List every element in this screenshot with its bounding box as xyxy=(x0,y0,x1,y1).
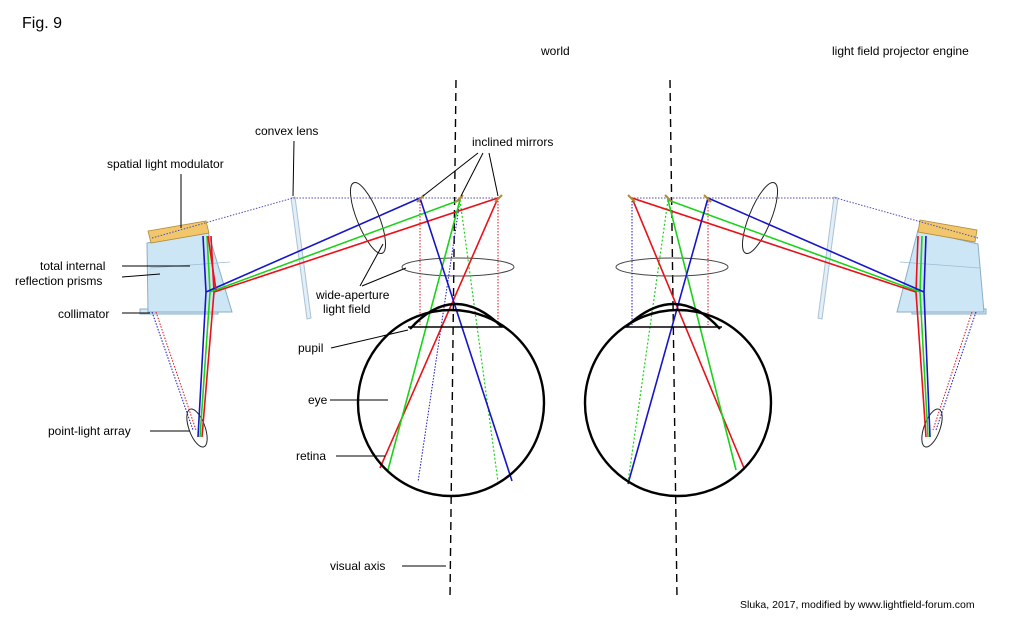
eye-ball-left xyxy=(356,308,546,498)
visual-axis-left xyxy=(449,79,457,599)
leader-wide-aperture-b xyxy=(361,267,407,287)
tir-prisms-right xyxy=(896,229,985,313)
inclined-mirror-r2 xyxy=(664,194,673,203)
label-inclined-mirrors: inclined mirrors xyxy=(472,135,553,149)
leader-convex-lens xyxy=(292,140,295,197)
leader-mirror-2 xyxy=(460,152,484,197)
label-tir-2: reflection prisms xyxy=(15,274,102,288)
figure-label: Fig. 9 xyxy=(22,15,62,32)
label-wide-aperture-2: light field xyxy=(323,302,370,316)
red-ray-left-b xyxy=(207,235,217,291)
point-light-array-ellipse-left xyxy=(186,408,208,448)
visual-axis-right xyxy=(669,79,678,599)
cornea-left xyxy=(409,302,503,330)
label-retina: retina xyxy=(296,449,326,463)
label-point-light-array: point-light array xyxy=(48,424,131,438)
prism-divider-right xyxy=(899,261,981,269)
red-ray-right xyxy=(630,196,927,469)
leader-tir-2 xyxy=(121,273,161,278)
dotted-collimator-rays-2 xyxy=(155,311,197,431)
inclined-mirror-r3 xyxy=(703,194,712,203)
inclined-mirror-1 xyxy=(416,194,425,203)
label-spatial-light-modulator: spatial light modulator xyxy=(107,157,224,171)
dotted-ray-top-left xyxy=(151,197,500,239)
label-tir-1: total internal xyxy=(40,259,105,273)
left-assembly xyxy=(139,182,546,498)
dotted-blue-left xyxy=(417,199,461,483)
tir-prisms xyxy=(146,231,233,313)
leader-mirror-3 xyxy=(488,152,499,197)
credit-text: Sluka, 2017, modified by www.lightfield-… xyxy=(740,599,975,611)
dotted-collimator-rays xyxy=(151,311,194,431)
leader-pupil xyxy=(330,329,409,349)
green-ray-left xyxy=(199,198,462,471)
header-projector: light field projector engine xyxy=(832,44,969,58)
label-visual-axis: visual axis xyxy=(330,559,385,573)
wide-aperture-ellipse-right xyxy=(615,257,729,277)
spatial-light-modulator-right xyxy=(917,219,978,243)
right-assembly xyxy=(583,182,987,498)
blue-ray-right xyxy=(627,196,931,485)
wide-aperture-ellipse-left xyxy=(401,257,515,277)
lens-ellipse-left xyxy=(349,182,387,254)
inclined-mirror-r1 xyxy=(627,194,636,203)
dotted-ray-top-right xyxy=(630,197,979,239)
eye-ball-right xyxy=(583,308,773,498)
blue-ray-left xyxy=(197,196,513,482)
label-collimator: collimator xyxy=(58,307,109,321)
dotted-collimator-rays-r xyxy=(935,311,977,431)
lens-ellipse-right xyxy=(741,182,779,254)
label-convex-lens: convex lens xyxy=(255,124,318,138)
label-eye: eye xyxy=(308,393,328,407)
prism-divider xyxy=(149,261,231,269)
header-world: world xyxy=(540,44,570,58)
inclined-mirror-3 xyxy=(494,194,503,203)
label-wide-aperture-1: wide-aperture xyxy=(315,288,390,302)
dotted-green-right xyxy=(627,199,669,483)
cornea-right xyxy=(625,302,721,330)
dotted-green-left xyxy=(459,199,499,483)
dotted-collimator-rays-r2 xyxy=(932,311,973,431)
label-pupil: pupil xyxy=(298,341,323,355)
green-ray-right xyxy=(666,198,929,471)
leader-wide-aperture-a xyxy=(359,243,384,287)
inclined-mirror-2 xyxy=(455,194,464,203)
leader-mirror-1 xyxy=(422,152,479,197)
